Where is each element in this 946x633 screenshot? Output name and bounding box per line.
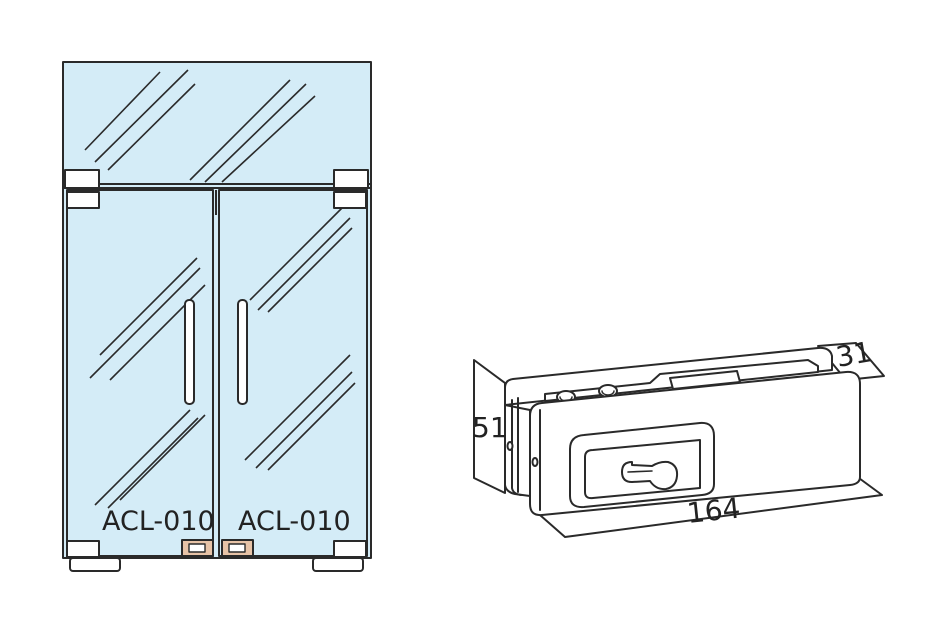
transom-panel bbox=[62, 61, 372, 187]
keyhole bbox=[621, 460, 679, 491]
glass-door-assembly bbox=[62, 61, 372, 572]
dimension-length-label: 164 bbox=[685, 492, 742, 530]
transom-reflections bbox=[84, 69, 316, 183]
patch-fitting-bottom-left bbox=[66, 540, 100, 558]
floor-hinge-left bbox=[69, 557, 121, 572]
right-leaf-code-label: ACL-010 bbox=[238, 506, 351, 537]
pivot-fitting-top-right bbox=[333, 191, 367, 209]
right-pull-handle bbox=[237, 299, 248, 405]
floor-hinge-right bbox=[312, 557, 364, 572]
patch-fitting-top-right bbox=[333, 169, 369, 189]
lock-fitting-assembly bbox=[473, 342, 885, 538]
depth-dimension-plate bbox=[817, 342, 885, 381]
patch-fitting-bottom-right bbox=[333, 540, 367, 558]
height-dimension-plate bbox=[473, 359, 506, 494]
dimension-depth-label: 31 bbox=[833, 335, 874, 374]
left-leaf-reflections bbox=[89, 257, 206, 509]
left-pull-handle bbox=[184, 299, 195, 405]
left-leaf-code-label: ACL-010 bbox=[102, 506, 215, 537]
patch-fitting-top-left bbox=[64, 169, 100, 189]
dimension-height-label: 51 bbox=[472, 411, 508, 444]
right-leaf-reflections bbox=[244, 207, 356, 471]
pivot-fitting-top-left bbox=[66, 191, 100, 209]
